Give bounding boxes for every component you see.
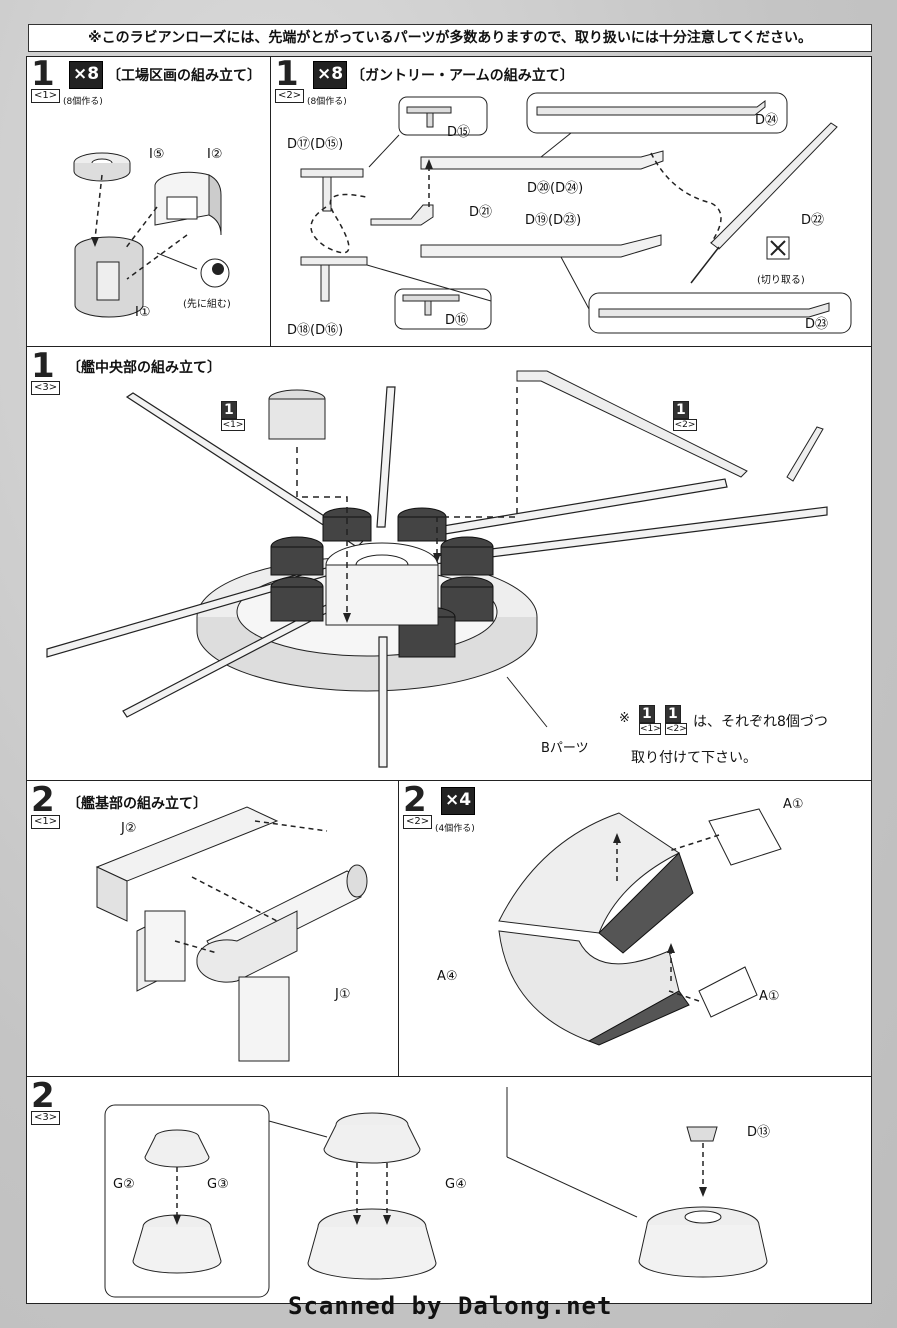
step-title: 〔ガントリー・アームの組み立て〕: [351, 68, 574, 84]
note-ref-1-2: 1 <2>: [665, 705, 687, 735]
multiplier-badge: ×4: [441, 787, 475, 815]
step-title: 〔艦基部の組み立て〕: [67, 796, 207, 812]
panel-step-1-1: 1 <1> ×8 (8個作る) 〔工場区画の組み立て〕: [26, 56, 272, 348]
label-a1-bottom: A①: [759, 989, 780, 1004]
label-d13: D⑬: [747, 1125, 771, 1140]
multiplier-badge: ×8: [69, 61, 103, 89]
reference-step-1-2: 1 <2>: [673, 401, 697, 431]
step-number-2-3: 2 <3>: [31, 1079, 61, 1125]
label-d24: D㉔: [755, 113, 779, 128]
label-d20: D⑳(D㉔): [527, 181, 584, 196]
label-d21: D㉑: [469, 205, 493, 220]
panel-step-2-1: 2 <1> 〔艦基部の組み立て〕 J② J①: [26, 780, 400, 1078]
base-assembly-diagram: [95, 806, 368, 1062]
label-d18: D⑱(D⑯): [287, 323, 344, 338]
label-d22: D㉒: [801, 213, 825, 228]
reference-step-1-1: 1 <1>: [221, 401, 245, 431]
scan-credit: Scanned by Dalong.net: [288, 1292, 613, 1320]
label-i5: I⑤: [149, 147, 165, 162]
label-b-parts: Bパーツ: [541, 741, 589, 756]
multiplier-badge: ×8: [313, 61, 347, 89]
label-g2: G②: [113, 1177, 135, 1192]
step-number-2-2: 2 <2>: [403, 783, 433, 829]
step-number-1-2: 1 <2>: [275, 57, 305, 103]
label-cut-off: (切り取る): [757, 275, 805, 286]
label-i2: I②: [207, 147, 223, 162]
step-number-2-1: 2 <1>: [31, 783, 61, 829]
label-a1-top: A①: [783, 797, 804, 812]
label-g3: G③: [207, 1177, 229, 1192]
panel-step-1-2: 1 <2> ×8 (8個作る) 〔ガントリー・アームの組み立て〕: [270, 56, 872, 348]
panel-step-1-3: 1 <3> 〔艦中央部の組み立て〕 1 <1> 1 <2>: [26, 346, 872, 782]
warning-banner: ※このラビアンローズには、先端がとがっているパーツが多数ありますので、取り扱いに…: [28, 24, 872, 52]
note-ref-1-1: 1 <1>: [639, 705, 661, 735]
outer-shell-diagram: [498, 808, 782, 1046]
gantry-arm-diagram: [300, 92, 852, 334]
label-j2: J②: [121, 821, 137, 836]
multiplier-note: (4個作る): [435, 824, 475, 834]
step-title: 〔艦中央部の組み立て〕: [67, 360, 221, 376]
label-a4: A④: [437, 969, 458, 984]
label-first-assemble: (先に組む): [183, 299, 231, 310]
label-d17: D⑰(D⑮): [287, 137, 344, 152]
panel-step-2-2: 2 <2> ×4 (4個作る) A① A④ A①: [398, 780, 872, 1078]
label-g4: G④: [445, 1177, 467, 1192]
step-number-1-1: 1 <1>: [31, 57, 61, 103]
engine-base-diagram: [104, 1087, 768, 1298]
label-d15: D⑮: [447, 125, 471, 140]
factory-block-diagram: [73, 152, 230, 318]
label-i1: I①: [135, 305, 151, 320]
label-j1: J①: [335, 987, 351, 1002]
label-d16: D⑯: [445, 313, 469, 328]
placement-note: ※ 1 <1> 1 <2> は、それぞれ8個づつ 取り付けて下さい。: [619, 703, 869, 775]
note-text-line2: 取り付けて下さい。: [631, 750, 757, 766]
step-number-1-3: 1 <3>: [31, 349, 61, 395]
panel-step-2-3: 2 <3>: [26, 1076, 872, 1304]
label-d23: D㉓: [805, 317, 829, 332]
step-title: 〔工場区画の組み立て〕: [107, 68, 261, 84]
multiplier-note: (8個作る): [63, 97, 103, 107]
note-text-line1: は、それぞれ8個づつ: [693, 714, 828, 730]
label-d19: D⑲(D㉓): [525, 213, 582, 228]
central-hull-diagram: [46, 370, 828, 768]
multiplier-note: (8個作る): [307, 97, 347, 107]
